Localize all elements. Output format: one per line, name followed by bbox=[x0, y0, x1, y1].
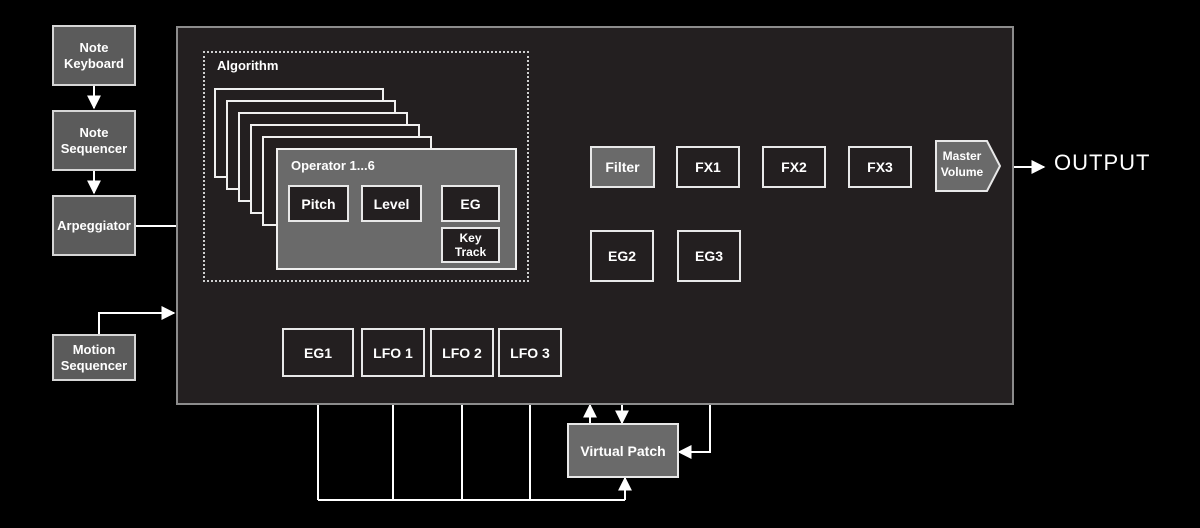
arpeggiator-box: Arpeggiator bbox=[52, 195, 136, 256]
fx1-box: FX1 bbox=[676, 146, 740, 188]
lfo2-box: LFO 2 bbox=[430, 328, 494, 377]
note-keyboard-box: Note Keyboard bbox=[52, 25, 136, 86]
master-volume-label: Master Volume bbox=[940, 149, 984, 179]
algorithm-label: Algorithm bbox=[217, 58, 279, 73]
eg1-box: EG1 bbox=[282, 328, 354, 377]
key-track-box: Key Track bbox=[441, 227, 500, 263]
output-label: OUTPUT bbox=[1054, 150, 1151, 175]
eg2-box: EG2 bbox=[590, 230, 654, 282]
operator-eg-box: EG bbox=[441, 185, 500, 222]
virtual-patch-box: Virtual Patch bbox=[567, 423, 679, 478]
lfo3-box: LFO 3 bbox=[498, 328, 562, 377]
note-sequencer-box: Note Sequencer bbox=[52, 110, 136, 171]
operator-label: Operator 1...6 bbox=[291, 158, 375, 173]
fx2-box: FX2 bbox=[762, 146, 826, 188]
level-box: Level bbox=[361, 185, 422, 222]
master-volume-shape bbox=[935, 140, 1001, 192]
algorithm-region bbox=[203, 51, 529, 282]
lfo1-box: LFO 1 bbox=[361, 328, 425, 377]
eg3-box: EG3 bbox=[677, 230, 741, 282]
fx3-box: FX3 bbox=[848, 146, 912, 188]
motion-sequencer-box: Motion Sequencer bbox=[52, 334, 136, 381]
pitch-box: Pitch bbox=[288, 185, 349, 222]
filter-box: Filter bbox=[590, 146, 655, 188]
